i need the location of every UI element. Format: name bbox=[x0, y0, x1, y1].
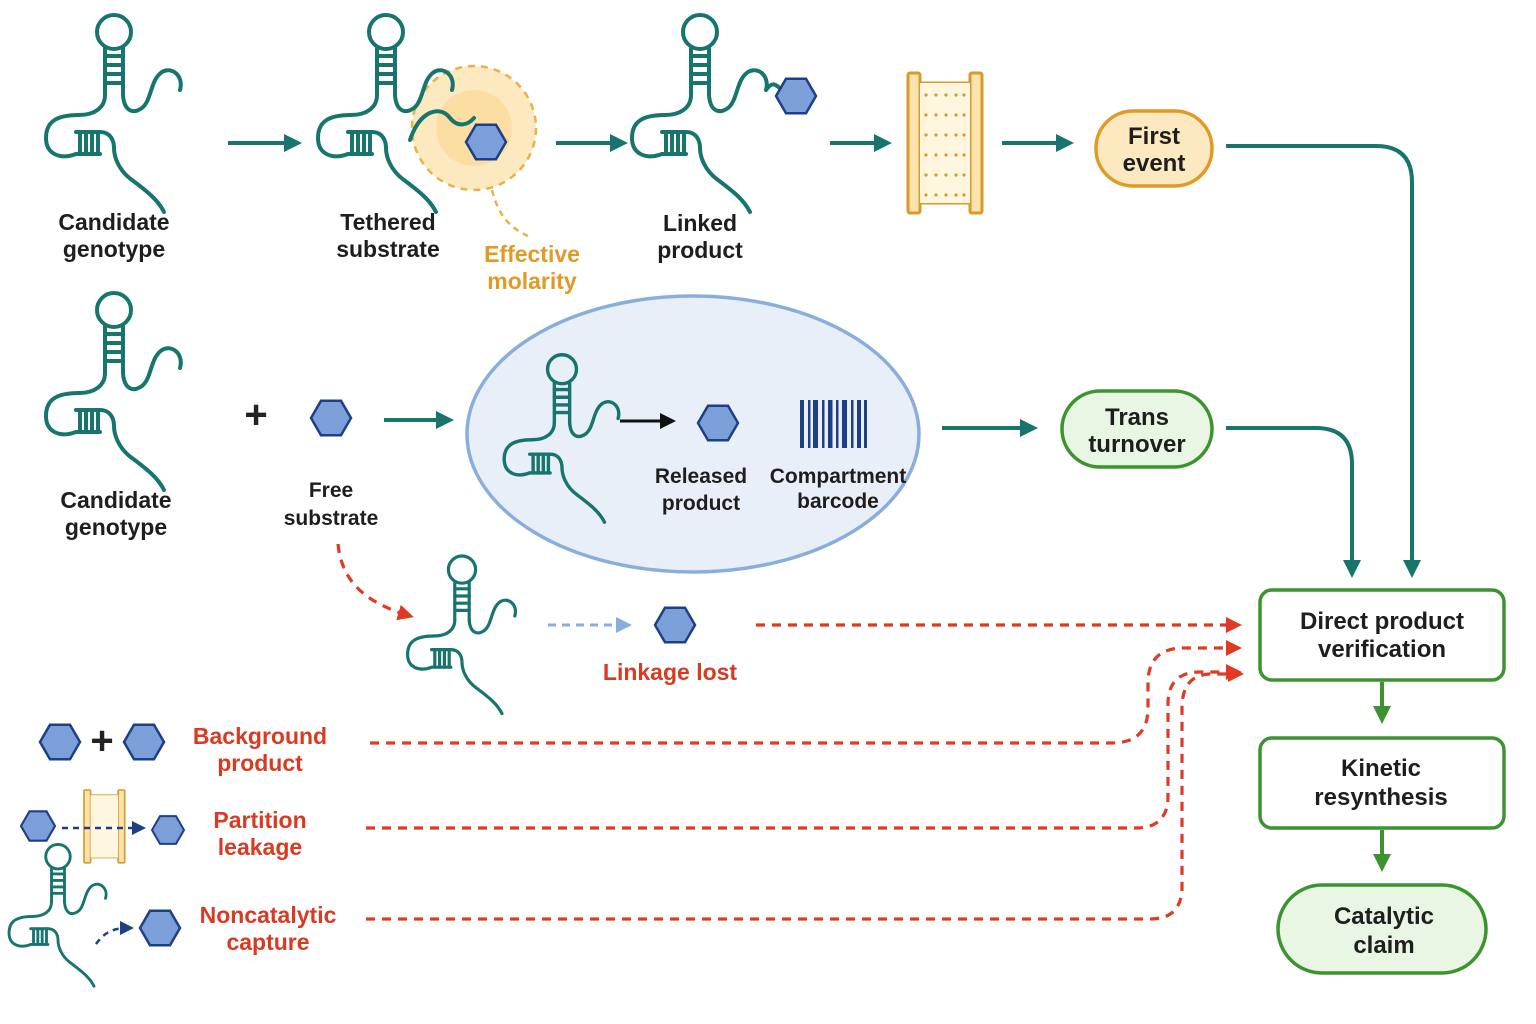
candidate-genotype-mid-label-1: Candidate bbox=[60, 487, 171, 513]
partition-membrane-top bbox=[906, 71, 984, 215]
rna-hairpin-icon bbox=[44, 291, 183, 492]
noncatalytic-capture: Noncatalytic capture bbox=[7, 842, 337, 988]
candidate-genotype-top-label-1: Candidate bbox=[58, 209, 169, 235]
trans-turnover-node: Trans turnover bbox=[1060, 389, 1214, 469]
substrate-hexagon-icon bbox=[150, 815, 186, 845]
substrate-hexagon-icon bbox=[696, 404, 740, 442]
linkage-lost-label: Linkage lost bbox=[603, 659, 738, 685]
linked-product-label-2: product bbox=[657, 237, 743, 263]
plus-sign-small: + bbox=[90, 719, 113, 763]
noncatalytic-capture-connector bbox=[366, 666, 1244, 921]
unlinked-genotype bbox=[406, 554, 518, 716]
free-substrate: Free substrate bbox=[284, 399, 379, 530]
released-product-label-1: Released bbox=[655, 465, 747, 488]
linked-product: Linked product bbox=[630, 13, 818, 263]
kinetic-resynthesis-label-1: Kinetic bbox=[1341, 755, 1421, 782]
first-event-label-1: First bbox=[1128, 123, 1180, 150]
linked-product-label-1: Linked bbox=[663, 210, 737, 236]
compartment-droplet-icon bbox=[465, 294, 921, 574]
free-substrate-label-1: Free bbox=[309, 479, 353, 502]
substrate-hexagon-icon bbox=[38, 723, 82, 761]
direct-product-verification-node: Direct product verification bbox=[1258, 588, 1506, 682]
substrate-hexagon-icon bbox=[774, 77, 818, 115]
first-event-node: First event bbox=[1094, 109, 1214, 188]
leakage-arrow bbox=[336, 543, 414, 621]
catalytic-claim-label-2: claim bbox=[1353, 932, 1414, 959]
partition-leakage-label-2: leakage bbox=[218, 834, 302, 860]
tethered-substrate-label-2: substrate bbox=[336, 236, 440, 262]
rna-hairpin-icon bbox=[630, 13, 769, 214]
candidate-genotype-mid: Candidate genotype bbox=[44, 291, 183, 540]
substrate-hexagon-icon bbox=[122, 723, 166, 761]
direct-product-verification-label-1: Direct product bbox=[1300, 608, 1464, 635]
free-substrate-label-2: substrate bbox=[284, 507, 379, 530]
barcode-icon bbox=[800, 400, 867, 448]
tethered-substrate-label-1: Tethered bbox=[340, 209, 435, 235]
background-product-label-1: Background bbox=[193, 723, 327, 749]
tethered-substrate: Tethered substrate Effective molarity bbox=[316, 13, 580, 294]
candidate-genotype-top: Candidate genotype bbox=[44, 13, 183, 262]
candidate-genotype-top-label-2: genotype bbox=[63, 236, 165, 262]
effective-molarity-label-1: Effective bbox=[484, 241, 580, 267]
substrate-hexagon-icon bbox=[464, 123, 508, 161]
compartment-barcode-label-1: Compartment bbox=[770, 465, 907, 488]
background-product-label-2: product bbox=[217, 750, 303, 776]
connector-trans-turnover bbox=[1226, 426, 1361, 578]
candidate-genotype-mid-label-2: genotype bbox=[65, 514, 167, 540]
kinetic-resynthesis-node: Kinetic resynthesis bbox=[1258, 736, 1506, 830]
substrate-hexagon-icon bbox=[19, 810, 57, 842]
background-product: + Background product bbox=[38, 719, 327, 776]
plus-sign: + bbox=[244, 393, 267, 437]
rna-hairpin-icon bbox=[406, 554, 518, 716]
rna-hairpin-icon bbox=[44, 13, 183, 214]
noncatalytic-capture-label-2: capture bbox=[226, 929, 309, 955]
partition-leakage: Partition leakage bbox=[19, 789, 307, 864]
background-product-connector bbox=[370, 640, 1242, 745]
compartment-barcode-label-2: barcode bbox=[797, 490, 879, 513]
connector-first-event bbox=[1226, 144, 1421, 578]
direct-product-verification-label-2: verification bbox=[1318, 636, 1446, 663]
released-product-label-2: product bbox=[662, 492, 740, 515]
noncatalytic-capture-label-1: Noncatalytic bbox=[200, 902, 337, 928]
partition-leakage-connector bbox=[366, 664, 1242, 830]
effective-molarity-label-2: molarity bbox=[487, 268, 577, 294]
partition-leakage-label-1: Partition bbox=[213, 807, 306, 833]
substrate-hexagon-icon bbox=[138, 909, 182, 947]
partition-membrane-icon bbox=[83, 789, 126, 864]
kinetic-resynthesis-label-2: resynthesis bbox=[1314, 784, 1447, 811]
compartment-droplet: Released product Compartment barcode bbox=[465, 294, 921, 574]
trans-turnover-label-1: Trans bbox=[1105, 404, 1169, 431]
catalytic-claim-node: Catalytic claim bbox=[1276, 883, 1488, 975]
substrate-hexagon-icon bbox=[309, 399, 353, 437]
trans-turnover-label-2: turnover bbox=[1088, 431, 1185, 458]
catalytic-claim-label-1: Catalytic bbox=[1334, 903, 1434, 930]
first-event-label-2: event bbox=[1123, 150, 1186, 177]
substrate-hexagon-icon bbox=[653, 606, 697, 644]
rna-hairpin-icon bbox=[7, 842, 108, 988]
